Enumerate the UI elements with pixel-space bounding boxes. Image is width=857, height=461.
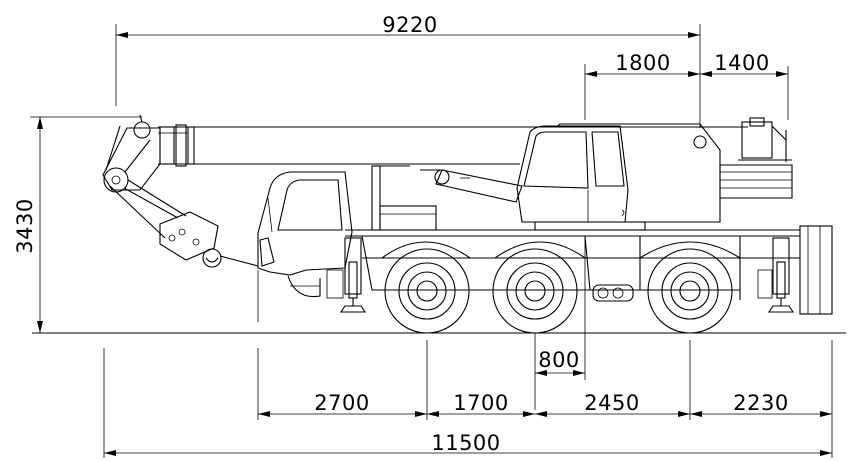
superstructure [516, 117, 793, 231]
dim-height: 3430 [13, 198, 37, 253]
wheel-rear [647, 248, 733, 334]
wheel-middle [492, 248, 578, 334]
dim-boom-offset: 1800 [615, 51, 670, 75]
dim-boom-length: 9220 [382, 13, 437, 37]
boom [102, 114, 748, 203]
dim-tail-overhang: 1400 [714, 51, 769, 75]
dim-offset: 800 [538, 348, 580, 372]
dim-axle1-to-axle2: 1700 [453, 391, 508, 415]
hook-block [109, 179, 259, 268]
driver-cab [257, 171, 353, 298]
wheel-front [384, 248, 470, 334]
outrigger-front [326, 237, 367, 313]
dim-axle3-to-rear: 2230 [733, 391, 788, 415]
dim-axle2-to-axle3: 2450 [584, 391, 639, 415]
outrigger-rear [757, 237, 795, 313]
underbody-parts [592, 284, 634, 302]
dimension-lines: 9220 1800 1400 3430 800 2700 1700 2450 [13, 13, 833, 458]
crane-vehicle [102, 114, 833, 334]
boom-rest [371, 165, 437, 231]
dim-front-to-axle1: 2700 [314, 391, 369, 415]
dim-total-length: 11500 [431, 431, 500, 455]
